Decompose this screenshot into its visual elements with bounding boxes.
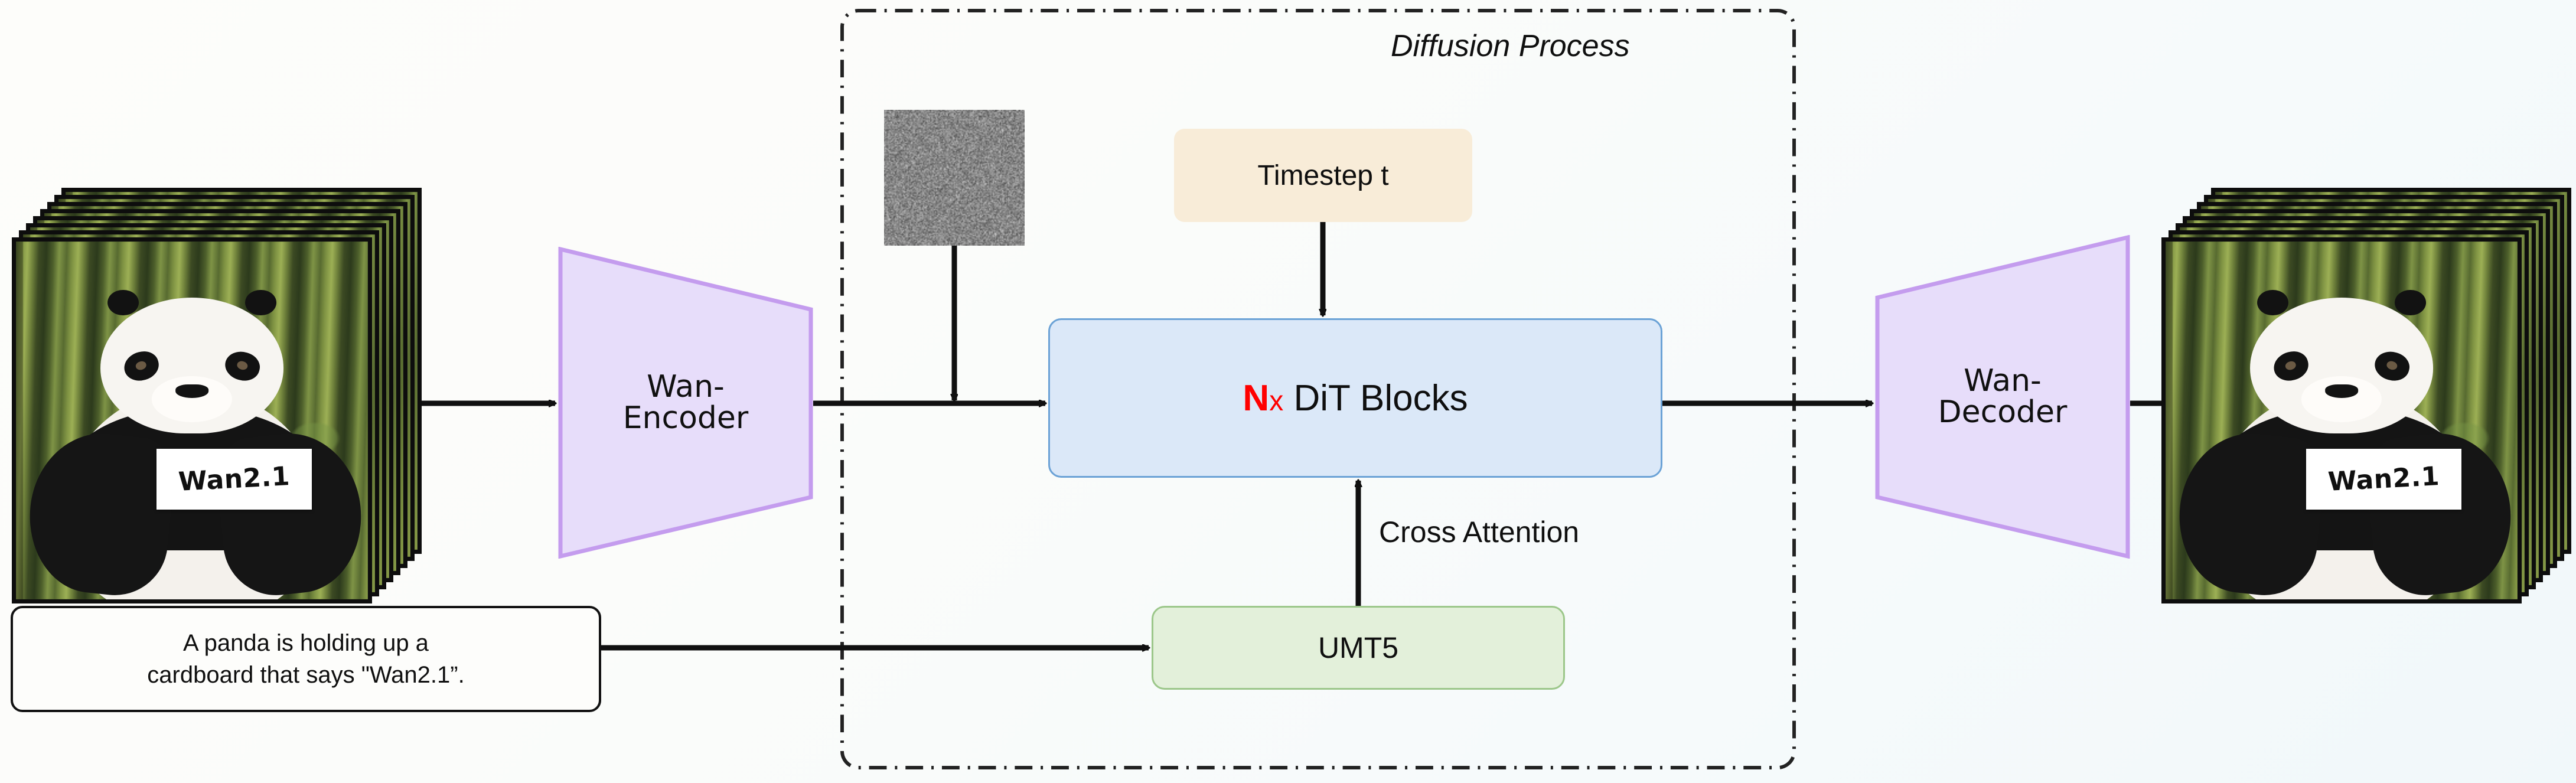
wan-encoder-block[interactable]: Wan- Encoder bbox=[558, 247, 813, 559]
input-video-frames: Wan2.1 bbox=[12, 188, 425, 603]
decoder-label-line1: Wan- bbox=[1964, 363, 2042, 399]
panda-ear-right bbox=[244, 289, 276, 316]
panda-subject bbox=[16, 289, 368, 599]
dit-label-group: Nx DiT Blocks bbox=[1243, 377, 1468, 419]
panda-muzzle bbox=[151, 376, 233, 423]
timestep-box[interactable]: Timestep t bbox=[1174, 129, 1472, 222]
panda-eye-left bbox=[2270, 347, 2312, 385]
panda-eye-right bbox=[221, 347, 263, 385]
timestep-label: Timestep t bbox=[1257, 159, 1389, 191]
panda-ear-right bbox=[2394, 289, 2426, 316]
output-video-frames: Wan2.1 bbox=[2161, 188, 2575, 603]
cardboard-sign-text: Wan2.1 bbox=[2327, 461, 2441, 498]
diffusion-process-title: Diffusion Process bbox=[1391, 29, 1630, 63]
encoder-label: Wan- Encoder bbox=[623, 371, 749, 434]
panda-arm-left bbox=[2171, 426, 2329, 599]
dit-times-symbol: x bbox=[1269, 385, 1284, 417]
prompt-text: A panda is holding up a cardboard that s… bbox=[147, 627, 464, 691]
prompt-line1: A panda is holding up a bbox=[183, 630, 429, 656]
panda-nose bbox=[175, 384, 208, 398]
panda-nose bbox=[2325, 384, 2358, 398]
cardboard-sign-text: Wan2.1 bbox=[177, 461, 291, 498]
dit-blocks-box[interactable]: Nx DiT Blocks bbox=[1048, 318, 1662, 478]
decoder-label-line2: Decoder bbox=[1938, 394, 2068, 430]
diffusion-process-container bbox=[840, 8, 1796, 770]
panda-arm-left bbox=[22, 426, 179, 599]
panda-ear-left bbox=[107, 289, 139, 316]
dit-label: DiT Blocks bbox=[1293, 377, 1468, 419]
encoder-shape bbox=[558, 247, 813, 559]
panda-eye-left bbox=[120, 347, 162, 385]
panda-head bbox=[2250, 289, 2433, 433]
panda-subject bbox=[2166, 289, 2518, 599]
umt5-text-encoder-box[interactable]: UMT5 bbox=[1152, 606, 1565, 690]
panda-head bbox=[100, 289, 283, 433]
video-frame-front: Wan2.1 bbox=[12, 237, 372, 603]
cardboard-sign: Wan2.1 bbox=[2306, 449, 2461, 510]
prompt-line2: cardboard that says "Wan2.1”. bbox=[147, 662, 465, 688]
panda-muzzle bbox=[2301, 376, 2382, 423]
gaussian-noise-latent bbox=[884, 110, 1025, 246]
panda-eye-right bbox=[2371, 347, 2413, 385]
wan-decoder-block[interactable]: Wan- Decoder bbox=[1875, 235, 2130, 559]
panda-ear-left bbox=[2257, 289, 2289, 316]
umt5-label: UMT5 bbox=[1318, 631, 1399, 664]
cardboard-sign: Wan2.1 bbox=[156, 449, 312, 510]
cross-attention-label: Cross Attention bbox=[1379, 516, 1580, 549]
decoder-shape bbox=[1875, 235, 2130, 559]
prompt-text-box[interactable]: A panda is holding up a cardboard that s… bbox=[11, 606, 601, 712]
decoder-label: Wan- Decoder bbox=[1938, 363, 2068, 430]
dit-multiplier: N bbox=[1243, 377, 1270, 419]
video-frame-front: Wan2.1 bbox=[2161, 237, 2522, 603]
encoder-label-line2: Encoder bbox=[622, 400, 749, 436]
diffusion-dashed-border bbox=[840, 8, 1796, 770]
encoder-label-line1: Wan- bbox=[647, 368, 725, 404]
